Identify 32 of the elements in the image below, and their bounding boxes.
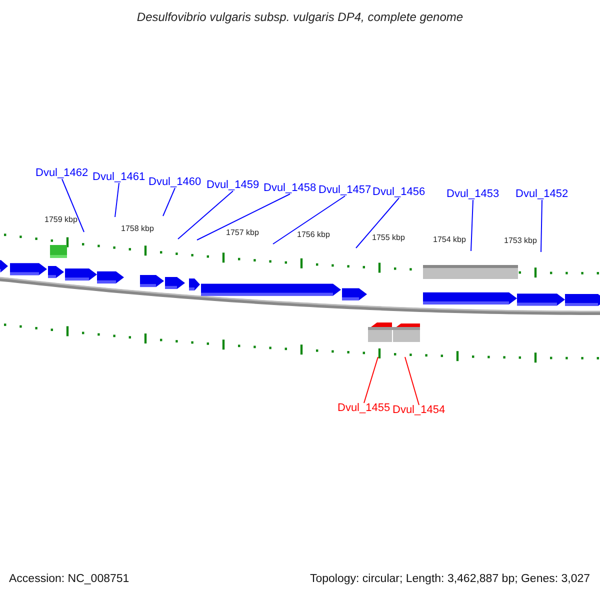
leader-line	[62, 178, 84, 232]
gene-label: Dvul_1453	[446, 189, 500, 200]
scale-label: 1756 kbp	[297, 231, 330, 239]
gene-label: Dvul_1455	[338, 403, 390, 414]
gene-label: Dvul_1457	[318, 185, 372, 196]
scale-label: 1758 kbp	[121, 225, 154, 233]
leader-line	[114, 182, 120, 218]
leader-line	[272, 196, 346, 244]
leader-line	[178, 190, 234, 240]
gene-label: Dvul_1461	[92, 172, 146, 183]
leader-line	[404, 356, 420, 406]
leader-line	[540, 200, 542, 252]
scale-label: 1759 kbp	[44, 216, 78, 224]
topology-text: Topology: circular; Length: 3,462,887 bp; Genes: 3,027	[310, 574, 590, 586]
gene-label: Dvul_1459	[206, 180, 260, 191]
gene-label: Dvul_1454	[392, 405, 446, 416]
scale-label: 1754 kbp	[433, 236, 466, 244]
leader-line	[162, 188, 176, 216]
leader-line	[356, 198, 400, 248]
gene-label: Dvul_1452	[516, 189, 568, 200]
leader-line	[470, 200, 474, 252]
gene-label: Dvul_1462	[36, 168, 88, 179]
map-title: Desulfovibrio vulgaris subsp. vulgaris DP4, complete genome	[136, 11, 464, 23]
accession-text: Accession: NC_008751	[9, 574, 130, 586]
leader-line	[196, 194, 290, 240]
gene-label: Dvul_1460	[148, 177, 202, 188]
leader-line	[364, 356, 378, 404]
scale-label: 1757 kbp	[226, 229, 259, 237]
gene-label: Dvul_1456	[372, 187, 426, 198]
scale-label: 1753 kbp	[504, 237, 537, 245]
gene-label: Dvul_1458	[264, 183, 316, 194]
scale-label: 1755 kbp	[372, 234, 405, 242]
